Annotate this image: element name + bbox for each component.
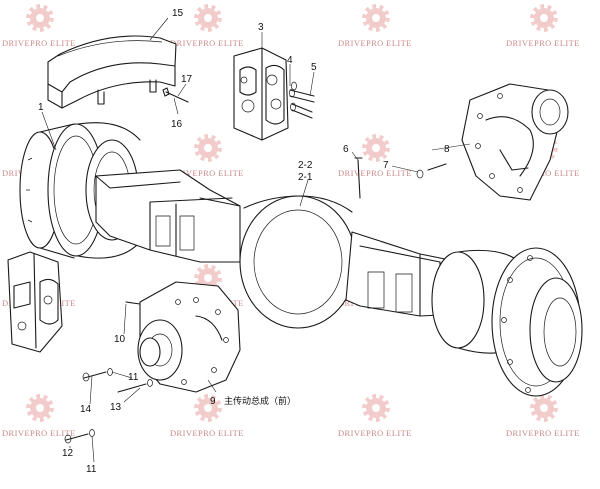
- label-4: 4: [287, 55, 293, 66]
- label-11b: 11: [86, 464, 97, 475]
- watermark-gear-hub: [372, 14, 380, 22]
- part-15-cover: [47, 35, 177, 109]
- part-labels: 15 1 3 4 5 17 16 2-2 2-1 6 7 8 10 11 13 …: [38, 8, 450, 475]
- watermark-gear-hub: [204, 274, 212, 282]
- watermark-gear-hub: [204, 144, 212, 152]
- part-9-main-drive: [137, 281, 241, 393]
- label-2-1: 2-1: [298, 172, 313, 183]
- label-14: 14: [80, 404, 92, 415]
- left-caliper: [7, 251, 63, 353]
- watermark-text: DRIVEPRO ELITE: [338, 168, 412, 178]
- watermark-text: DRIVEPRO ELITE: [338, 38, 412, 48]
- watermark-text: DRIVEPRO ELITE: [170, 428, 244, 438]
- label-5: 5: [311, 62, 317, 73]
- part-2-differential-carrier: [461, 83, 569, 201]
- part-3-caliper: [233, 47, 289, 141]
- label-6: 6: [343, 144, 349, 155]
- label-15: 15: [172, 8, 184, 19]
- watermark-gear-hub: [372, 404, 380, 412]
- label-11a: 11: [128, 372, 139, 383]
- right-hub: [431, 247, 583, 397]
- watermark-gear-hub: [540, 14, 548, 22]
- label-13: 13: [110, 402, 122, 413]
- part-5-bolts: [289, 81, 315, 119]
- label-2-2: 2-2: [298, 160, 313, 171]
- watermark-gear-hub: [204, 404, 212, 412]
- label-17: 17: [181, 74, 193, 85]
- label-12: 12: [62, 448, 74, 459]
- label-9: 9: [210, 396, 216, 407]
- caption-main-drive: 主传动总成（前）: [224, 395, 296, 407]
- label-3: 3: [258, 22, 264, 33]
- watermark-text: DRIVEPRO ELITE: [170, 168, 244, 178]
- watermark-gear-hub: [36, 14, 44, 22]
- watermark-text: DRIVEPRO ELITE: [338, 428, 412, 438]
- watermark-text: DRIVEPRO ELITE: [506, 38, 580, 48]
- watermark-gear-hub: [540, 404, 548, 412]
- part-6-7-fasteners: [354, 157, 447, 199]
- watermark-gear-hub: [372, 144, 380, 152]
- watermark-text: DRIVEPRO ELITE: [170, 38, 244, 48]
- label-16: 16: [171, 119, 183, 130]
- label-7: 7: [383, 160, 389, 171]
- watermark-text: DRIVEPRO ELITE: [2, 38, 76, 48]
- part-10-14-bolts: [64, 301, 153, 444]
- watermark-text: DRIVEPRO ELITE: [506, 428, 580, 438]
- label-1: 1: [38, 102, 44, 113]
- watermark-gear-hub: [36, 404, 44, 412]
- watermark-gear-hub: [204, 14, 212, 22]
- part-16-bolt: [162, 87, 189, 103]
- label-8: 8: [444, 144, 450, 155]
- leader-lines: [41, 17, 471, 463]
- watermark-text: DRIVEPRO ELITE: [2, 428, 76, 438]
- label-10: 10: [114, 334, 126, 345]
- axle-housing: [95, 169, 461, 329]
